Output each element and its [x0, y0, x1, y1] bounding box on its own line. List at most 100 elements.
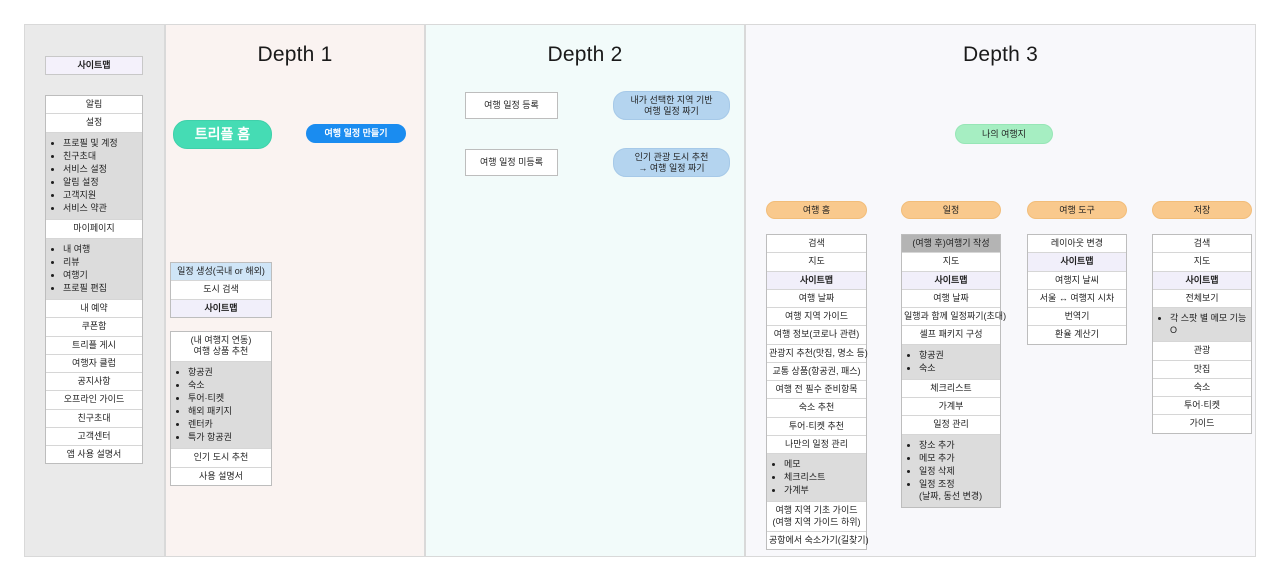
- bullet-item[interactable]: 숙소: [188, 379, 267, 391]
- depth3-list-item[interactable]: 관광: [1153, 342, 1251, 361]
- depth1-create-item[interactable]: 일정 생성(국내 or 해외): [171, 263, 271, 282]
- bullet-item[interactable]: 알림 설정: [63, 176, 138, 188]
- bullet-item[interactable]: 일정 삭제: [919, 465, 996, 477]
- sidebar-item[interactable]: 공지사항: [46, 373, 142, 392]
- depth1-product-item[interactable]: 사용 설명서: [171, 467, 271, 485]
- depth3-list-item[interactable]: (여행 후)여행기 작성: [902, 235, 1000, 254]
- depth3-list-item[interactable]: 검색: [1153, 235, 1251, 254]
- depth3-list-item[interactable]: 사이트맵: [1028, 253, 1126, 272]
- depth1-create-item[interactable]: 도시 검색: [171, 281, 271, 300]
- node-triple-home[interactable]: 트리플 홈: [173, 120, 272, 149]
- depth3-list-item[interactable]: 검색: [767, 235, 866, 254]
- bullet-item[interactable]: 고객지원: [63, 189, 138, 201]
- depth3-list-item[interactable]: 체크리스트: [902, 379, 1000, 399]
- depth3-branch-head-3[interactable]: 여행 도구: [1027, 201, 1127, 219]
- depth3-list-item[interactable]: 번역기: [1028, 308, 1126, 327]
- depth3-list-item[interactable]: 서울 ↔ 여행지 시차: [1028, 289, 1126, 308]
- bullet-item[interactable]: 프로필 및 계정: [63, 137, 138, 149]
- depth1-product-header: (내 여행지 연동)여행 상품 추천: [171, 332, 271, 362]
- depth3-list-item[interactable]: 일정 관리: [902, 416, 1000, 435]
- bullet-item[interactable]: 장소 추가: [919, 439, 996, 451]
- bullet-item[interactable]: 리뷰: [63, 256, 138, 268]
- bullet-item[interactable]: 체크리스트: [784, 471, 862, 483]
- bullet-item[interactable]: 서비스 설정: [63, 163, 138, 175]
- bullet-item[interactable]: 일정 조정(날짜, 동선 변경): [919, 478, 996, 502]
- depth3-list-item[interactable]: 여행 지역 기초 가이드(여행 지역 가이드 하위): [767, 502, 866, 532]
- bullet-item[interactable]: 메모: [784, 458, 862, 470]
- bullet-item[interactable]: 서비스 약관: [63, 202, 138, 214]
- depth1-product-header-line1: (내 여행지 연동): [190, 335, 252, 345]
- bullet-item[interactable]: 투어·티켓: [188, 392, 267, 404]
- bullet-item[interactable]: 각 스팟 별 메모 기능 O: [1170, 312, 1247, 336]
- bullet-item[interactable]: 프로필 편집: [63, 282, 138, 294]
- bullet-item[interactable]: 내 여행: [63, 243, 138, 255]
- node-popular-city-plan-line1: 인기 관광 도시 추천: [634, 151, 709, 162]
- depth3-branch-head-2[interactable]: 일정: [901, 201, 1001, 219]
- bullet-item[interactable]: 항공권: [188, 366, 267, 378]
- depth3-list-item[interactable]: 여행 날짜: [767, 289, 866, 308]
- sidebar-item-mypage[interactable]: 마이페이지: [46, 220, 142, 239]
- depth3-list-item[interactable]: 사이트맵: [767, 271, 866, 290]
- node-region-based-plan[interactable]: 내가 선택한 지역 기반 여행 일정 짜기: [613, 91, 730, 120]
- depth3-list-item[interactable]: 사이트맵: [1153, 271, 1251, 290]
- sidebar-item[interactable]: 내 예약: [46, 300, 142, 319]
- sidebar-item[interactable]: 앱 사용 설명서: [46, 446, 142, 464]
- depth3-list-item[interactable]: 일행과 함께 일정짜기(초대): [902, 308, 1006, 327]
- depth1-product-bullets: 항공권숙소투어·티켓해외 패키지렌터카특가 항공권: [171, 361, 271, 450]
- sidebar-item[interactable]: 여행자 클럽: [46, 354, 142, 374]
- depth3-list-item[interactable]: 환율 계산기: [1028, 326, 1126, 344]
- depth3-list-item[interactable]: 여행 정보(코로나 관련): [767, 326, 866, 345]
- depth3-list-item[interactable]: 여행 전 필수 준비항목: [767, 381, 866, 400]
- depth3-list-item[interactable]: 교통 상품(항공권, 패스): [767, 362, 866, 381]
- depth3-list-item[interactable]: 가이드: [1153, 415, 1251, 433]
- bullet-item[interactable]: 메모 추가: [919, 452, 996, 464]
- sidebar-item[interactable]: 친구초대: [46, 409, 142, 428]
- bullet-item[interactable]: 여행기: [63, 269, 138, 281]
- bullet-item[interactable]: 항공권: [919, 349, 996, 361]
- depth3-title: Depth 3: [963, 43, 1038, 66]
- depth3-list-item[interactable]: 지도: [1153, 253, 1251, 272]
- depth3-list-item[interactable]: 셀프 패키지 구성: [902, 326, 1000, 345]
- depth3-list-item[interactable]: 사이트맵: [902, 271, 1000, 290]
- depth3-list-item[interactable]: 전체보기: [1153, 289, 1251, 308]
- sidebar-item[interactable]: 설정: [46, 114, 142, 133]
- sidebar-title: 사이트맵: [45, 56, 143, 75]
- depth3-list-item[interactable]: 숙소 추천: [767, 399, 866, 418]
- depth3-branch-head-1[interactable]: 여행 홈: [766, 201, 867, 219]
- depth3-list-item[interactable]: 여행 날짜: [902, 289, 1000, 308]
- bullet-item[interactable]: 해외 패키지: [188, 405, 267, 417]
- node-my-destination[interactable]: 나의 여행지: [955, 124, 1053, 144]
- sidebar-item[interactable]: 알림: [46, 96, 142, 115]
- depth3-branch-head-4[interactable]: 저장: [1152, 201, 1252, 219]
- sidebar-item[interactable]: 쿠폰함: [46, 318, 142, 337]
- depth3-list-item[interactable]: 여행지 날씨: [1028, 271, 1126, 290]
- node-itinerary-registered[interactable]: 여행 일정 등록: [465, 92, 558, 119]
- node-create-itinerary[interactable]: 여행 일정 만들기: [306, 124, 406, 143]
- node-itinerary-unregistered[interactable]: 여행 일정 미등록: [465, 149, 558, 176]
- depth3-list-item[interactable]: 숙소: [1153, 378, 1251, 398]
- depth3-list-item[interactable]: 투어·티켓: [1153, 397, 1251, 416]
- depth3-list-item[interactable]: 관광지 추천(맛집, 명소 등): [767, 344, 868, 363]
- depth3-branch-head-label: 일정: [942, 204, 960, 215]
- bullet-item[interactable]: 가계부: [784, 484, 862, 496]
- depth3-list-item[interactable]: 가계부: [902, 398, 1000, 417]
- depth3-list-item[interactable]: 맛집: [1153, 360, 1251, 379]
- depth3-list-item[interactable]: 지도: [902, 253, 1000, 272]
- depth1-product-item[interactable]: 인기 도시 추천: [171, 449, 271, 468]
- bullet-item[interactable]: 렌터카: [188, 418, 267, 430]
- depth3-list-item[interactable]: 나만의 일정 관리: [767, 435, 866, 454]
- depth3-list-item[interactable]: 여행 지역 가이드: [767, 308, 866, 327]
- bullet-item[interactable]: 친구초대: [63, 150, 138, 162]
- bullet-item[interactable]: 숙소: [919, 362, 996, 374]
- depth3-list-item[interactable]: 레이아웃 변경: [1028, 235, 1126, 254]
- depth3-list-item[interactable]: 지도: [767, 253, 866, 272]
- depth3-list-item[interactable]: 공항에서 숙소가기(길찾기): [767, 531, 869, 550]
- bullet-item[interactable]: 특가 항공권: [188, 431, 267, 443]
- sidebar-item[interactable]: 트리플 게시: [46, 336, 142, 355]
- node-popular-city-plan[interactable]: 인기 관광 도시 추천 → 여행 일정 짜기: [613, 148, 730, 177]
- sidebar-item[interactable]: 오프라인 가이드: [46, 391, 142, 410]
- sidebar-item[interactable]: 고객센터: [46, 427, 142, 447]
- depth1-create-item[interactable]: 사이트맵: [171, 299, 271, 317]
- depth3-list-item[interactable]: 투어·티켓 추천: [767, 417, 866, 436]
